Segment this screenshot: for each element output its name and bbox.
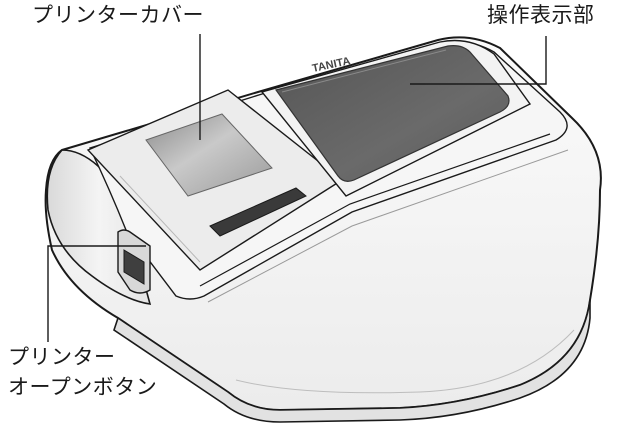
label-printer-open-button-line2: オープンボタン <box>8 375 158 399</box>
paper-exit-slot <box>209 187 307 237</box>
device-base <box>113 299 591 423</box>
deck-front-ridge <box>199 133 551 287</box>
label-printer-open-button-line1: プリンター <box>8 345 116 369</box>
body-lower-groove <box>235 329 575 394</box>
leader-line-open-button <box>47 245 146 342</box>
cover-edge-highlight <box>119 175 201 263</box>
body-front-groove <box>207 149 569 303</box>
printer-open-button-recess <box>123 249 145 285</box>
display-screen <box>274 45 510 182</box>
display-screen-bezel-highlight <box>281 49 447 93</box>
printer-cover-window <box>145 113 273 197</box>
label-printer-open-button: プリンター オープンボタン <box>8 342 157 402</box>
label-printer-cover: プリンターカバー <box>32 3 204 27</box>
leader-line-display <box>410 36 547 85</box>
label-display-unit: 操作表示部 <box>487 3 595 27</box>
